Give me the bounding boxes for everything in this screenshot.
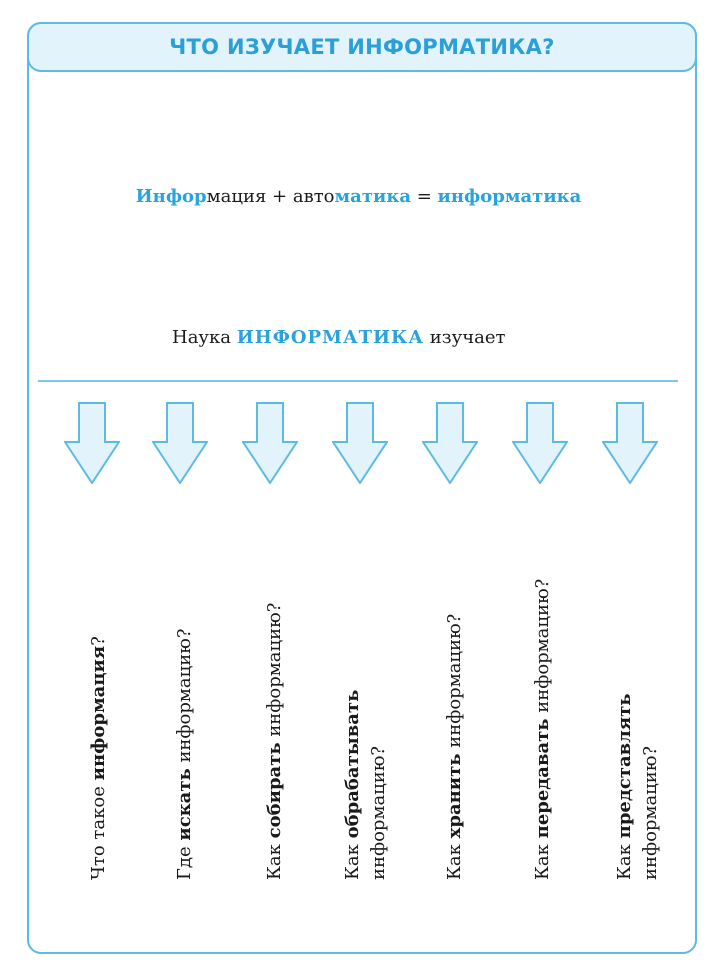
down-arrow-icon xyxy=(242,402,298,484)
formula: Информация + автоматика = информатика xyxy=(0,186,717,207)
down-arrow-icon xyxy=(422,402,478,484)
question-text: Как передавать информацию? xyxy=(530,579,556,880)
science-suffix: изучает xyxy=(424,327,506,348)
down-arrow-icon xyxy=(602,402,658,484)
question-line: Как хранить информацию? xyxy=(444,613,465,880)
title-bar: ЧТО ИЗУЧАЕТ ИНФОРМАТИКА? xyxy=(27,22,697,72)
formula-plus: + авто xyxy=(266,186,335,207)
question-line: Как передавать информацию? xyxy=(532,578,553,880)
formula-equals: = xyxy=(410,186,438,207)
question-line: Как представлять xyxy=(614,693,635,881)
formula-result: информатика xyxy=(437,186,582,207)
question-line: Где искать информацию? xyxy=(174,628,195,880)
question-text: Где искать информацию? xyxy=(172,628,198,880)
down-arrow-icon xyxy=(152,402,208,484)
page-title: ЧТО ИЗУЧАЕТ ИНФОРМАТИКА? xyxy=(169,35,555,59)
question-text: Как собирать информацию? xyxy=(262,603,288,880)
card xyxy=(27,22,697,954)
question-text: Как хранить информацию? xyxy=(442,614,468,880)
question-line-2: информацию? xyxy=(368,745,389,880)
question-line-2: информацию? xyxy=(640,745,661,880)
science-heading: Наука ИНФОРМАТИКА изучает xyxy=(172,327,505,348)
down-arrow-icon xyxy=(64,402,120,484)
science-prefix: Наука xyxy=(172,327,237,348)
science-word: ИНФОРМАТИКА xyxy=(236,327,425,348)
formula-part1-highlight: Инфор xyxy=(135,186,207,207)
formula-part2-highlight: матика xyxy=(334,186,411,207)
formula-part1-rest: мация xyxy=(206,186,267,207)
question-line: Как собирать информацию? xyxy=(264,602,285,880)
question-line: Как обрабатывать xyxy=(342,689,363,880)
question-line: Что такое информация? xyxy=(88,636,109,880)
down-arrow-icon xyxy=(332,402,388,484)
divider xyxy=(38,380,678,382)
down-arrow-icon xyxy=(512,402,568,484)
question-text: Что такое информация? xyxy=(86,636,112,880)
